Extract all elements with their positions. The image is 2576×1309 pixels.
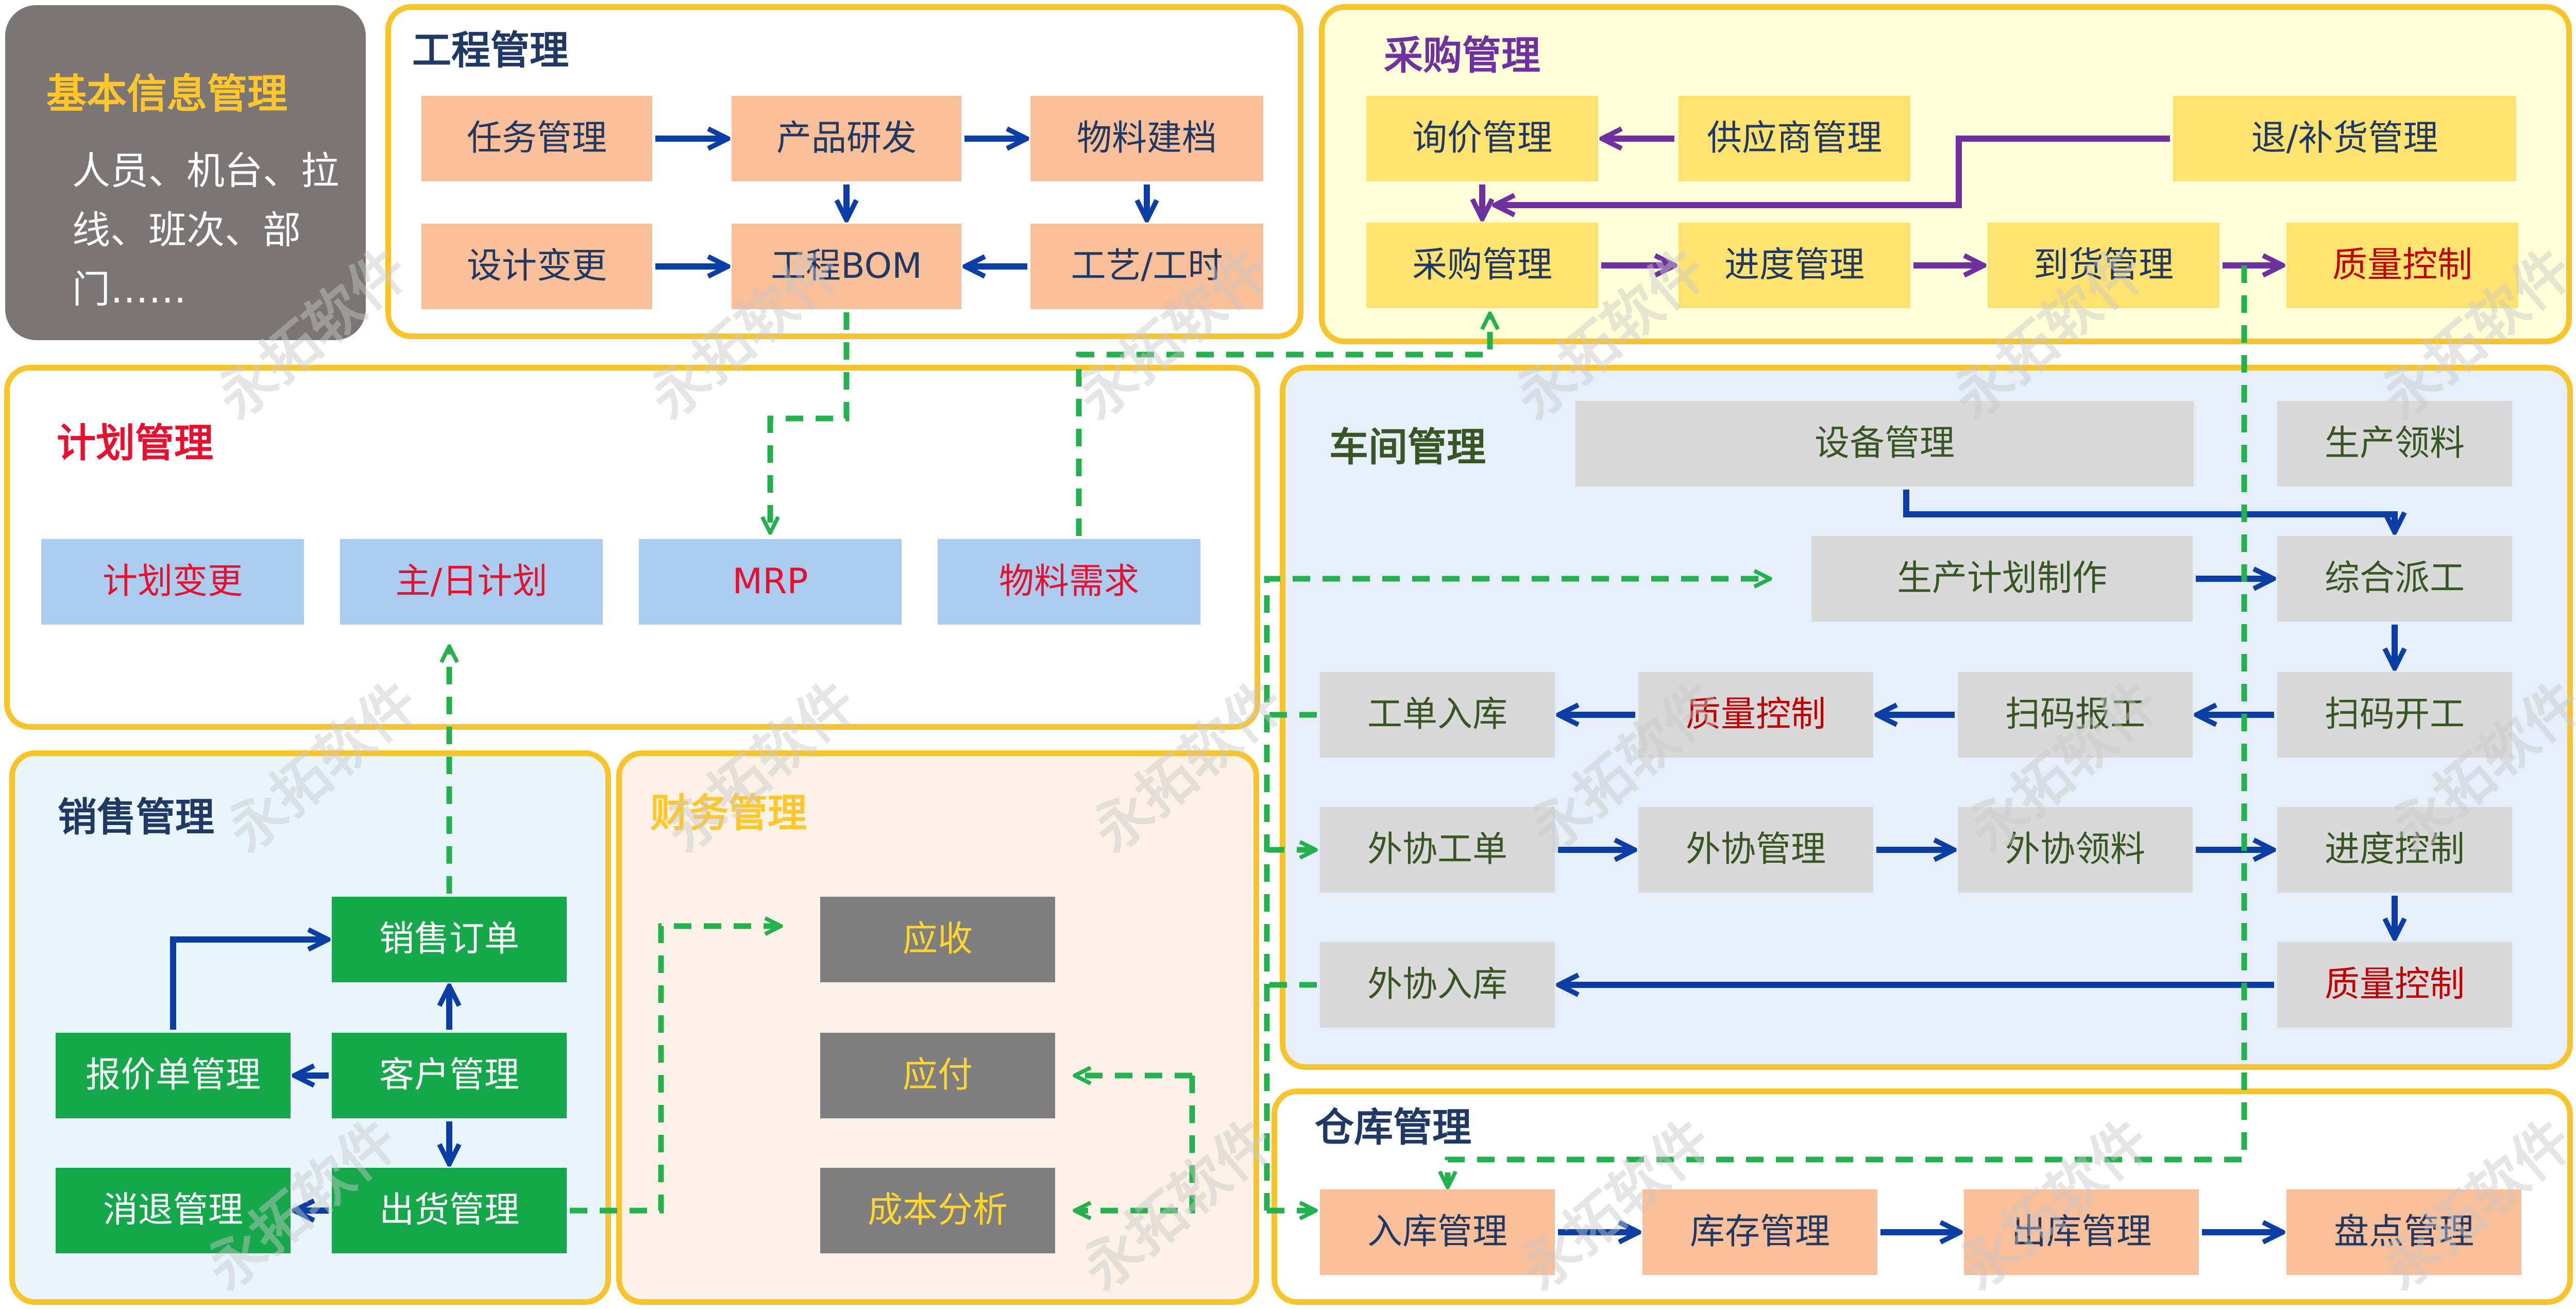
- mrp-box[interactable]: MRP: [639, 539, 902, 625]
- design-change-box[interactable]: 设计变更: [421, 224, 652, 309]
- quality-purchase-box[interactable]: 质量控制: [2286, 223, 2518, 308]
- product-rd-box[interactable]: 产品研发: [732, 96, 961, 181]
- progress-ctrl-box[interactable]: 进度控制: [2277, 807, 2512, 893]
- finance-title: 财务管理: [650, 790, 807, 836]
- customer-box[interactable]: 客户管理: [332, 1033, 567, 1118]
- wo-instock-box[interactable]: 工单入库: [1320, 672, 1555, 758]
- quality-out-box[interactable]: 质量控制: [2277, 942, 2512, 1028]
- inventory-box[interactable]: 库存管理: [1642, 1189, 1877, 1275]
- shipment-box[interactable]: 出货管理: [332, 1168, 567, 1253]
- arrow-quote-to-order: [170, 939, 326, 1030]
- return-mgmt-box[interactable]: 消退管理: [56, 1168, 291, 1253]
- sales-title: 销售管理: [58, 794, 214, 840]
- outsource-pick-box[interactable]: 外协领料: [1958, 807, 2193, 893]
- outsource-mgmt-box[interactable]: 外协管理: [1638, 807, 1873, 893]
- task-mgmt-box[interactable]: 任务管理: [421, 96, 652, 181]
- prod-picking-box[interactable]: 生产领料: [2277, 401, 2512, 486]
- return-supply-box[interactable]: 退/补货管理: [2173, 96, 2516, 181]
- inbound-box[interactable]: 入库管理: [1320, 1189, 1555, 1275]
- supplier-box[interactable]: 供应商管理: [1679, 96, 1910, 181]
- outsource-in-box[interactable]: 外协入库: [1320, 942, 1555, 1028]
- outsource-wo-box[interactable]: 外协工单: [1320, 807, 1555, 893]
- dash-shipment-to-receivable: [570, 926, 779, 1214]
- arrow-equipment-to-dispatch: [1903, 490, 2395, 530]
- planning-title: 计划管理: [57, 420, 213, 466]
- prod-plan-box[interactable]: 生产计划制作: [1811, 536, 2193, 622]
- process-time-box[interactable]: 工艺/工时: [1030, 224, 1263, 309]
- dispatch-box[interactable]: 综合派工: [2277, 536, 2512, 622]
- master-plan-box[interactable]: 主/日计划: [340, 539, 603, 625]
- eng-bom-box[interactable]: 工程BOM: [732, 224, 961, 309]
- scan-report-box[interactable]: 扫码报工: [1958, 672, 2193, 758]
- basic-info-title: 基本信息管理: [46, 71, 288, 118]
- material-file-box[interactable]: 物料建档: [1030, 96, 1263, 181]
- engineering-title: 工程管理: [412, 27, 569, 73]
- arrow-return-to-purchase: [1497, 136, 2170, 205]
- quality-ws-box[interactable]: 质量控制: [1638, 672, 1873, 758]
- dash-quality-to-inbound: [1448, 265, 2247, 1185]
- arrival-mgmt-box[interactable]: 到货管理: [1988, 223, 2219, 308]
- progress-mgmt-box[interactable]: 进度管理: [1679, 223, 1910, 308]
- dash-material-req-to-purchase: [1076, 315, 1490, 536]
- basic-info-card: 基本信息管理 人员、机台、拉线、班次、部门……: [5, 5, 366, 340]
- warehouse-title: 仓库管理: [1315, 1104, 1471, 1150]
- stocktake-box[interactable]: 盘点管理: [2286, 1189, 2521, 1275]
- finance-panel: [616, 750, 1259, 1305]
- dash-link-to-prodplan: [1264, 579, 1768, 1211]
- purchase-mgmt-box[interactable]: 采购管理: [1366, 223, 1598, 308]
- cost-box[interactable]: 成本分析: [820, 1168, 1055, 1253]
- plan-change-box[interactable]: 计划变更: [41, 539, 304, 625]
- quote-box[interactable]: 报价单管理: [56, 1033, 291, 1118]
- purchasing-title: 采购管理: [1384, 32, 1540, 78]
- inquiry-box[interactable]: 询价管理: [1366, 96, 1598, 181]
- sales-order-box[interactable]: 销售订单: [332, 897, 567, 982]
- material-req-box[interactable]: 物料需求: [938, 539, 1200, 625]
- scan-start-box[interactable]: 扫码开工: [2277, 672, 2512, 758]
- dash-payable-to-cost: [1077, 1076, 1195, 1211]
- dash-bom-to-mrp: [770, 312, 850, 531]
- equipment-box[interactable]: 设备管理: [1575, 401, 2194, 486]
- outbound-box[interactable]: 出库管理: [1964, 1189, 2199, 1275]
- receivable-box[interactable]: 应收: [820, 897, 1055, 982]
- workshop-title: 车间管理: [1329, 424, 1486, 470]
- payable-box[interactable]: 应付: [820, 1033, 1055, 1118]
- basic-info-text: 人员、机台、拉线、班次、部门……: [72, 149, 339, 312]
